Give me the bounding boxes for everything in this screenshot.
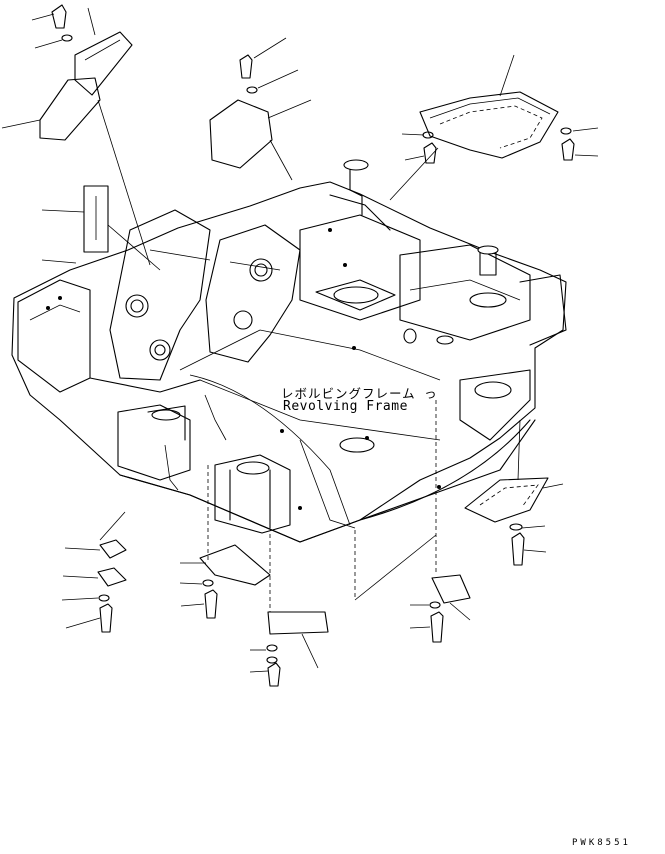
bottom-cover-center bbox=[267, 611, 329, 635]
right-lower-bolt bbox=[511, 532, 525, 566]
bottom-fasteners bbox=[61, 579, 444, 687]
top-right-washer-left bbox=[422, 131, 434, 139]
top-left-cover-set bbox=[1, 4, 151, 266]
frame-name-jp-mark: っ bbox=[424, 386, 438, 401]
top-right-grille bbox=[389, 54, 599, 201]
bottom-left-cover-small-2 bbox=[97, 567, 127, 587]
top-center-cover-set bbox=[209, 37, 312, 181]
top-left-bolt bbox=[51, 4, 67, 29]
top-right-bolt-left bbox=[423, 142, 437, 164]
right-lower-grille bbox=[464, 419, 564, 566]
bottom-left-cover-small bbox=[99, 539, 127, 559]
left-callouts bbox=[41, 209, 161, 271]
frame-name-english: Revolving Frame bbox=[283, 399, 408, 414]
top-center-washer bbox=[246, 86, 258, 94]
top-center-bolt bbox=[239, 54, 253, 79]
top-left-cover-lower bbox=[39, 77, 101, 141]
bottom-covers bbox=[62, 400, 471, 669]
revolving-frame bbox=[11, 159, 567, 543]
top-right-washer-right bbox=[560, 127, 572, 135]
bottom-cover-right bbox=[431, 574, 471, 604]
top-left-cover-upper bbox=[74, 31, 133, 96]
top-center-cover bbox=[209, 99, 273, 169]
top-left-washer bbox=[61, 34, 73, 42]
frame-name-japanese: レボルビングフレーム っ bbox=[281, 383, 438, 402]
bottom-cover-left bbox=[199, 544, 271, 586]
right-lower-washer bbox=[509, 523, 523, 531]
frame-name-jp-text: レボルビングフレーム bbox=[281, 386, 416, 401]
top-right-bolt-right bbox=[561, 138, 575, 161]
drawing-code: PWK8551 bbox=[572, 838, 631, 848]
